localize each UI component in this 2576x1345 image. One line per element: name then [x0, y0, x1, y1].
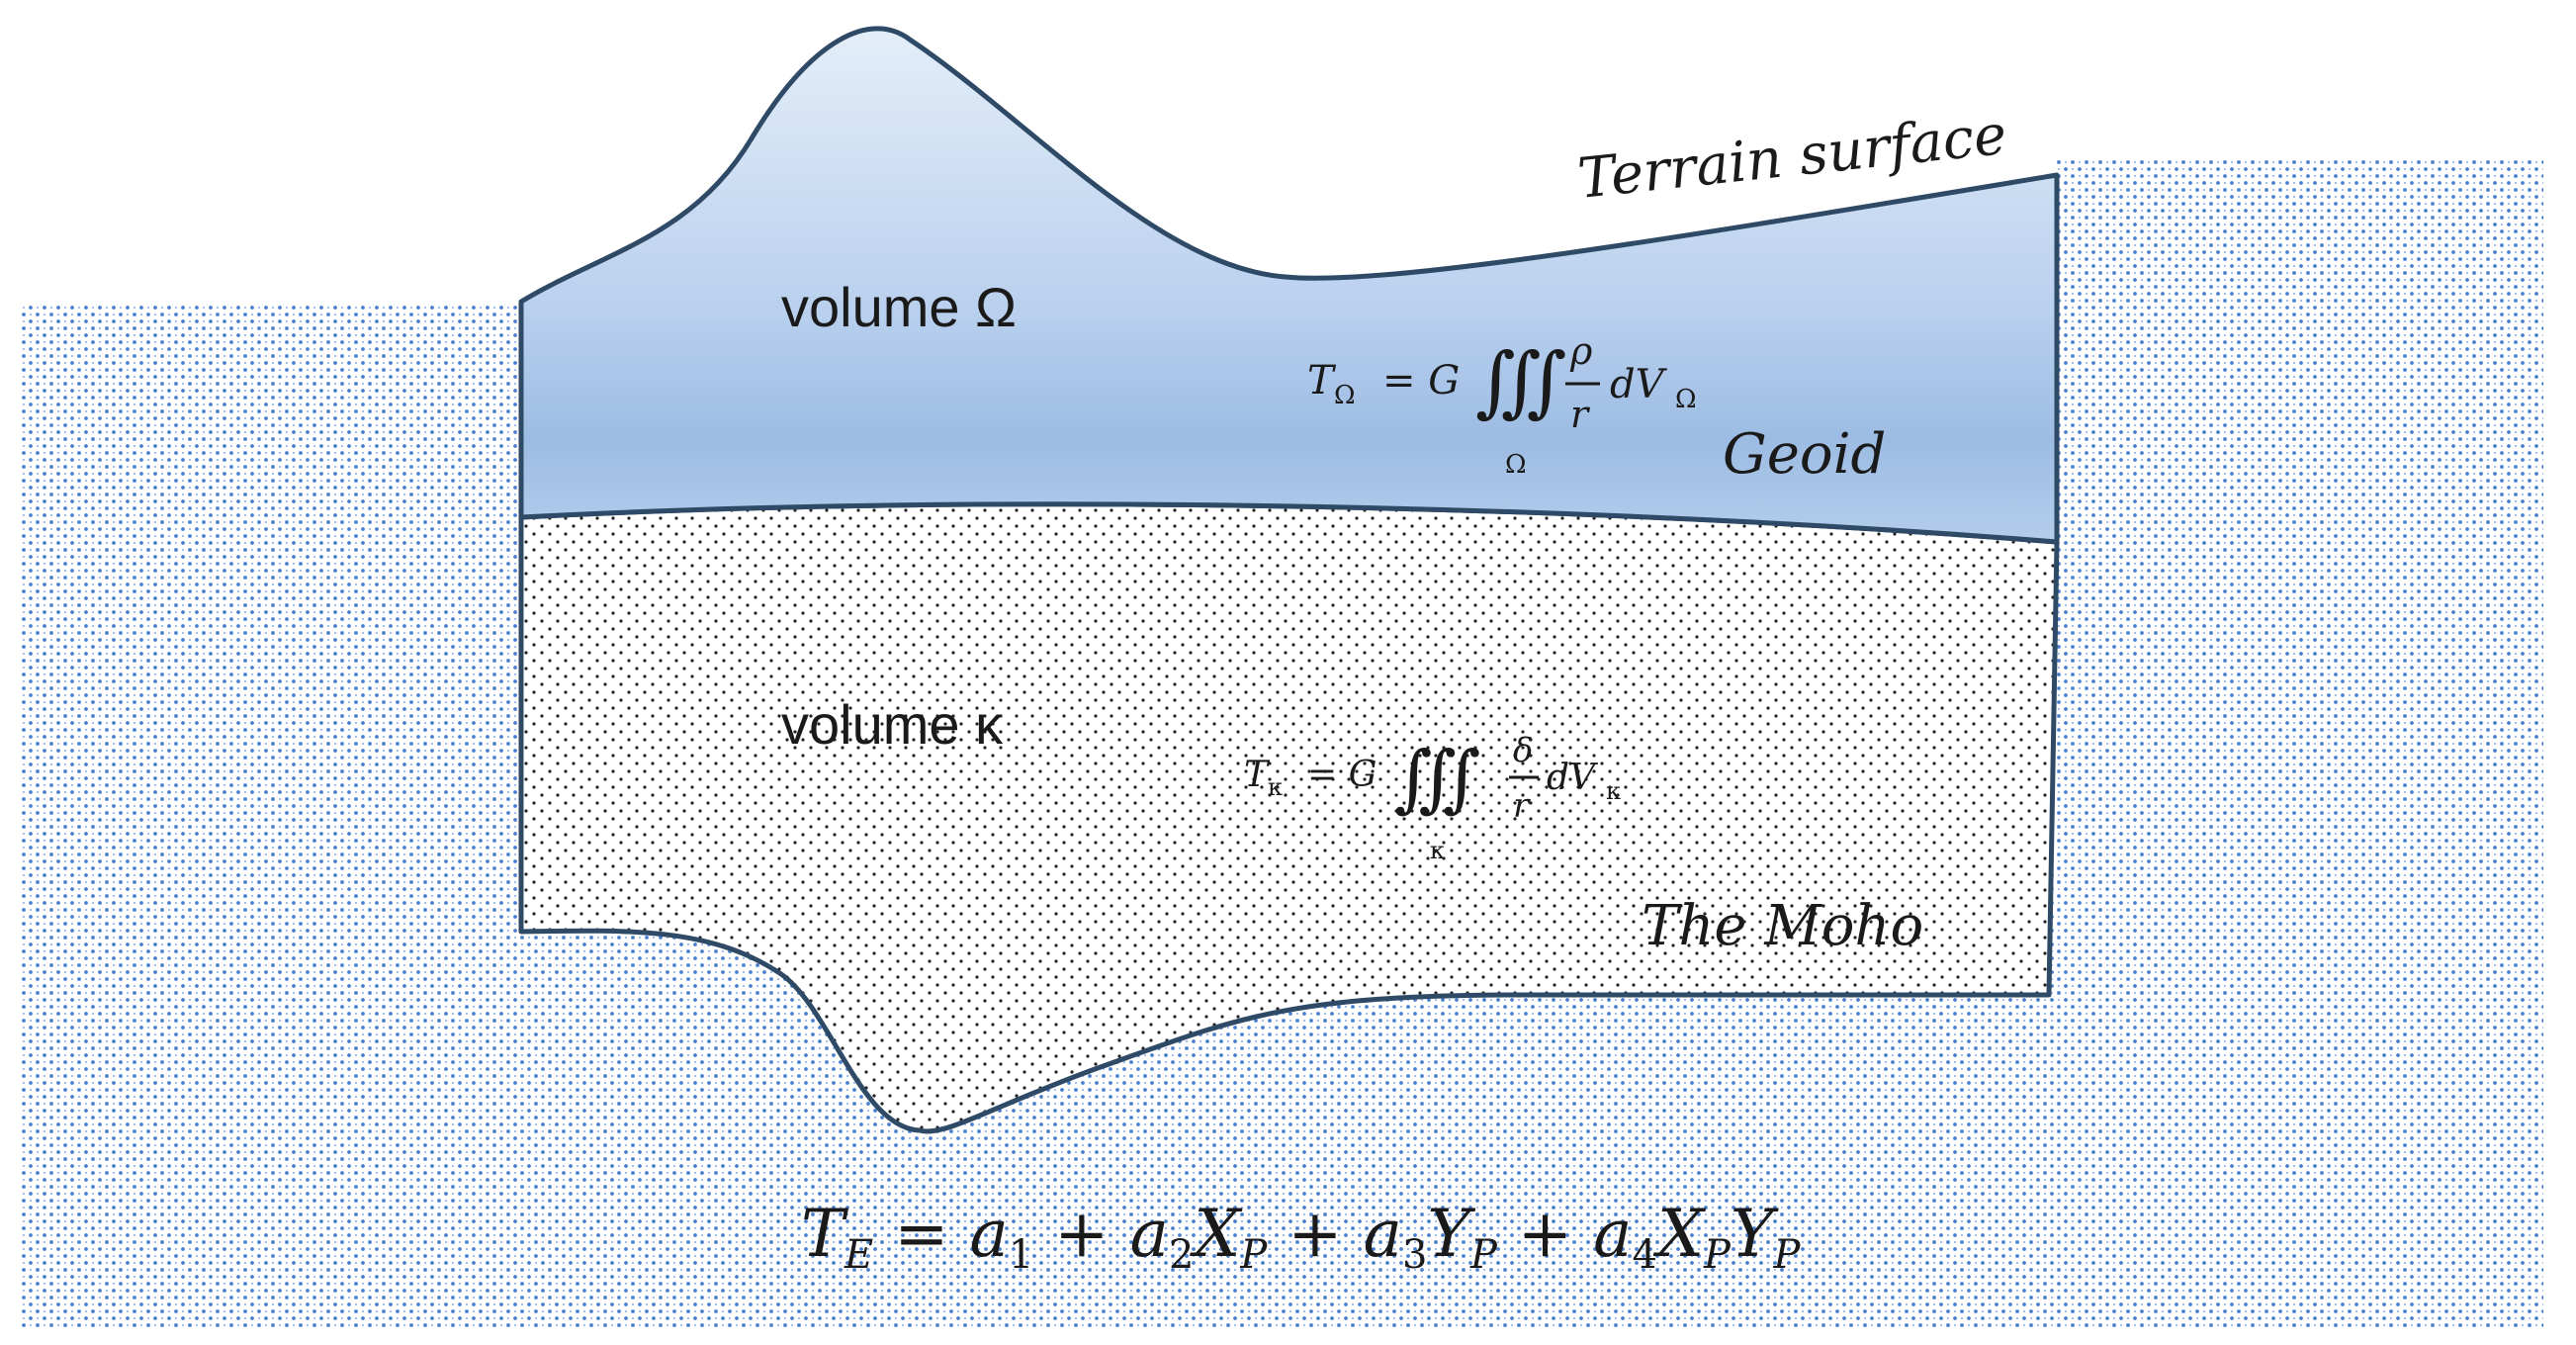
volume-omega-region [518, 26, 2060, 545]
svg-text:Ω: Ω [1675, 385, 1697, 414]
svg-text:= G: = G [1307, 755, 1377, 795]
svg-text:κ: κ [1606, 777, 1621, 805]
geoid-label: Geoid [1723, 422, 1886, 487]
svg-text:∭: ∭ [1394, 736, 1480, 821]
svg-text:r: r [1570, 393, 1591, 436]
volume-kappa-label: volume κ [781, 693, 1004, 756]
volume-omega-label: volume Ω [781, 276, 1017, 338]
svg-text:T: T [1244, 755, 1271, 795]
svg-text:κ: κ [1430, 837, 1445, 864]
svg-text:= G: = G [1382, 358, 1460, 404]
svg-text:dV: dV [1547, 758, 1599, 798]
equation-t-omega: T Ω = G ∭ Ω ρ r dV Ω [1307, 329, 1697, 480]
moho-label: The Moho [1642, 894, 1923, 958]
svg-text:δ: δ [1513, 731, 1533, 770]
svg-text:∭: ∭ [1475, 337, 1566, 426]
svg-text:Ω: Ω [1505, 450, 1527, 480]
equation-t-kappa: T κ = G ∭ κ δ r dV κ [1244, 731, 1621, 864]
svg-text:dV: dV [1610, 362, 1668, 407]
svg-text:T: T [1307, 358, 1337, 404]
svg-text:κ: κ [1268, 773, 1283, 801]
svg-text:r: r [1513, 786, 1531, 826]
equation-t-e: TE = a1 + a2XP + a3YP + a4XPYP [801, 1196, 1801, 1278]
svg-text:ρ: ρ [1569, 329, 1593, 373]
svg-text:Ω: Ω [1334, 381, 1356, 410]
